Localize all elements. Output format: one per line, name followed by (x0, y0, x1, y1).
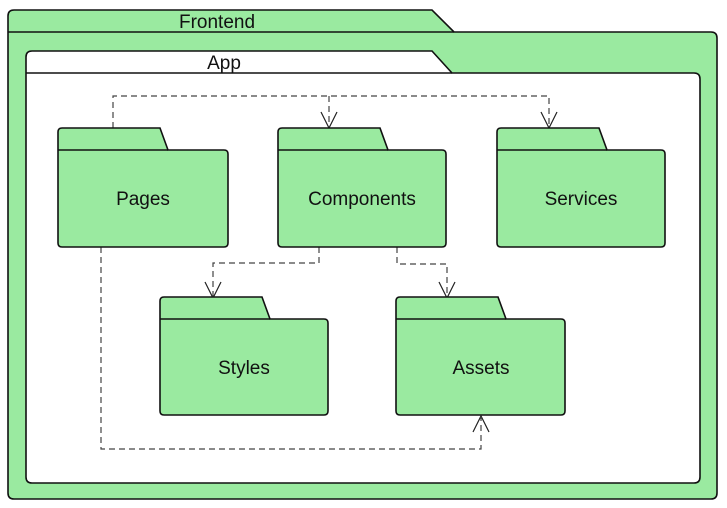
app-package: App (25, 50, 701, 484)
app-package-shape (25, 50, 701, 484)
package-pages: Pages (57, 127, 229, 248)
package-pages-shape (57, 127, 229, 248)
package-styles: Styles (159, 296, 329, 416)
package-components-label: Components (308, 189, 416, 210)
package-styles-shape (159, 296, 329, 416)
package-assets-shape (395, 296, 566, 416)
package-components-shape (277, 127, 447, 248)
frontend-label: Frontend (179, 12, 255, 33)
package-assets: Assets (395, 296, 566, 416)
package-services: Services (496, 127, 666, 248)
app-label: App (207, 53, 241, 74)
package-services-label: Services (545, 189, 618, 210)
package-styles-label: Styles (218, 358, 270, 379)
package-assets-label: Assets (452, 358, 509, 379)
dependency-pages-to-assets (100, 247, 482, 450)
arrow-head-assets-bottom (472, 414, 490, 433)
dependency-lines (100, 95, 550, 450)
dependency-components-to-assets (396, 247, 448, 296)
dependency-pages-to-components-services (112, 95, 550, 128)
package-components: Components (277, 127, 447, 248)
package-pages-label: Pages (116, 189, 170, 210)
package-services-shape (496, 127, 666, 248)
